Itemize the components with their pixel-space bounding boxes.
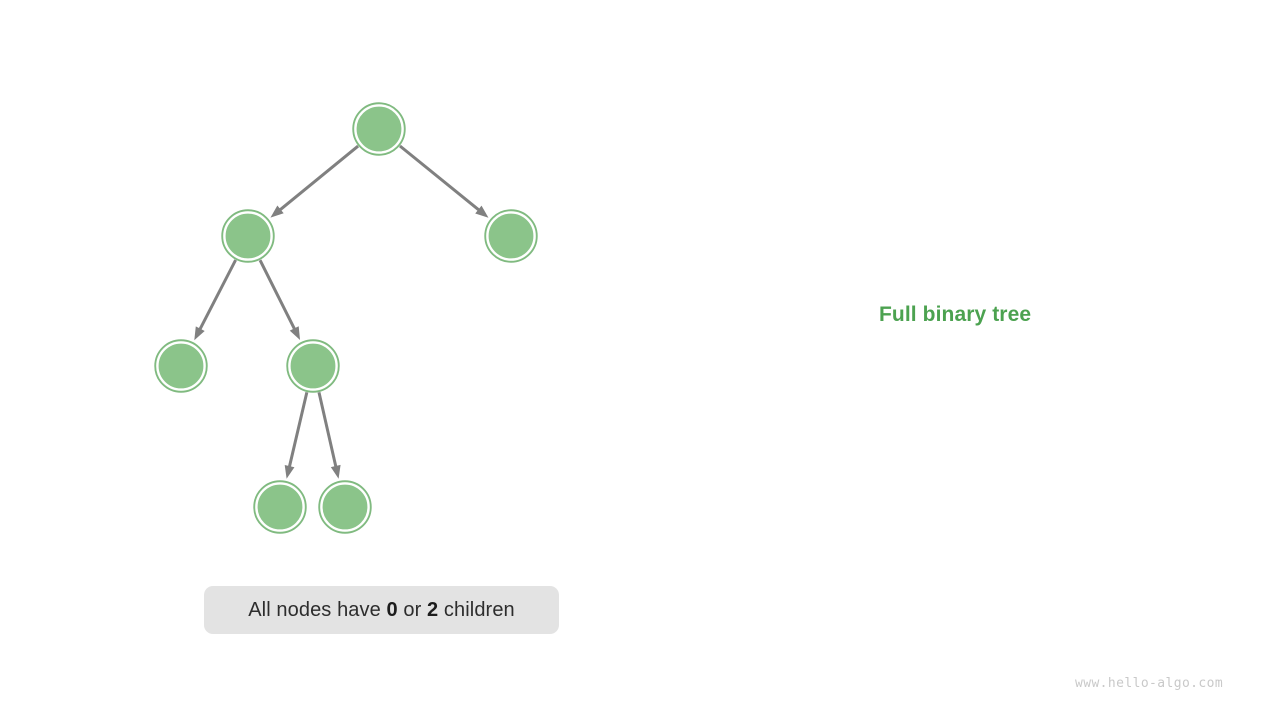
tree-edge <box>194 259 237 341</box>
node-inner-gap-ring <box>255 482 305 532</box>
edge-line <box>278 144 360 212</box>
node-inner-gap-ring <box>156 341 206 391</box>
tree-node[interactable] <box>221 209 275 263</box>
node-layer <box>154 102 538 534</box>
caption-prefix: All nodes have <box>248 598 387 621</box>
caption-middle: or <box>397 598 428 621</box>
edge-arrowhead-icon <box>330 464 341 479</box>
edge-arrowhead-icon <box>284 464 295 479</box>
edge-line <box>317 391 338 469</box>
node-inner-gap-ring <box>320 482 370 532</box>
node-disk <box>226 214 270 258</box>
watermark: www.hello-algo.com <box>1075 676 1224 691</box>
tree-node[interactable] <box>352 102 406 156</box>
tree-edge <box>284 391 309 479</box>
tree-edge <box>258 259 301 341</box>
node-disk <box>323 485 367 529</box>
node-disk <box>357 107 401 151</box>
tree-edge <box>399 144 489 218</box>
caption-text: All nodes have 0 or 2 children <box>248 599 515 622</box>
node-inner-gap-ring <box>354 104 404 154</box>
edge-line <box>287 391 309 469</box>
edge-line <box>258 259 297 331</box>
node-disk <box>489 214 533 258</box>
node-disk <box>159 344 203 388</box>
edge-layer <box>194 144 489 479</box>
caption-badge: All nodes have 0 or 2 children <box>204 586 559 634</box>
node-disk <box>258 485 302 529</box>
edge-line <box>198 259 237 332</box>
edge-arrowhead-icon <box>475 205 489 218</box>
node-inner-gap-ring <box>223 211 273 261</box>
tree-edge <box>270 144 360 218</box>
caption-bold-two: 2 <box>427 598 439 621</box>
tree-node[interactable] <box>286 339 340 393</box>
edge-arrowhead-icon <box>289 326 301 341</box>
tree-node[interactable] <box>318 480 372 534</box>
edge-arrowhead-icon <box>194 326 205 341</box>
caption-bold-zero: 0 <box>386 598 398 621</box>
edge-line <box>399 144 481 212</box>
tree-node[interactable] <box>253 480 307 534</box>
tree-edge <box>317 391 341 479</box>
edge-arrowhead-icon <box>270 205 284 218</box>
node-inner-gap-ring <box>288 341 338 391</box>
tree-node[interactable] <box>484 209 538 263</box>
page-title: Full binary tree <box>879 303 1032 326</box>
node-disk <box>291 344 335 388</box>
caption-suffix: children <box>438 598 515 621</box>
node-inner-gap-ring <box>486 211 536 261</box>
tree-node[interactable] <box>154 339 208 393</box>
